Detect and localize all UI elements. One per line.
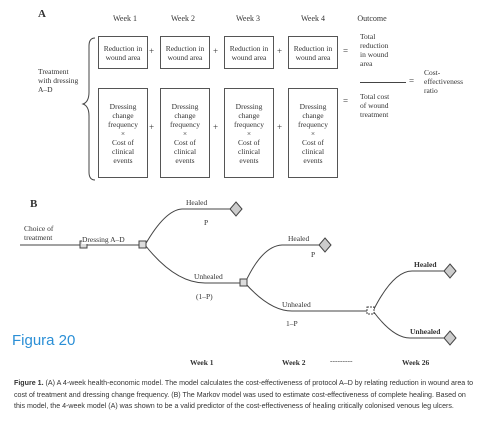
terminal-unhealed-3 — [443, 330, 457, 346]
caption-label: Figure 1. — [14, 379, 44, 387]
caption-text: (A) A 4-week health-economic model. The … — [14, 379, 474, 410]
fraction-line — [360, 82, 406, 83]
branch-unhealed-2 — [244, 282, 367, 312]
plus-bottom-1: + — [149, 122, 155, 132]
terminal-healed-2 — [318, 237, 332, 253]
branch-unhealed-1 — [144, 244, 240, 284]
healed-label-2: Healed — [288, 234, 310, 243]
cost-effectiveness-ratio-label: Cost- effectiveness ratio — [424, 68, 464, 95]
week-2-header: Week 2 — [170, 14, 195, 23]
week-1-label-b: Week 1 — [190, 358, 214, 367]
grouping-brace — [81, 37, 96, 181]
terminal-healed-1 — [229, 201, 243, 217]
plus-top-2: + — [213, 46, 219, 56]
chance-node-3 — [366, 306, 375, 315]
outcome-header: Outcome — [357, 14, 387, 23]
equals-top: = — [343, 46, 349, 56]
panel-a-letter: A — [38, 8, 46, 20]
outcome-total-cost: Total cost of wound treatment — [360, 92, 390, 119]
week-3-header: Week 3 — [235, 14, 260, 23]
healed-label-1: Healed — [186, 198, 208, 207]
chance-node-2 — [239, 278, 248, 287]
plus-bottom-2: + — [213, 122, 219, 132]
week-dashes: --------- — [330, 356, 353, 365]
plus-top-1: + — [149, 46, 155, 56]
branch-unhealed-3 — [372, 310, 444, 339]
figure-caption: Figure 1. (A) A 4-week health-economic m… — [14, 378, 476, 413]
terminal-healed-3 — [443, 263, 457, 279]
plus-top-3: + — [277, 46, 283, 56]
unhealed-label-3: Unhealed — [410, 327, 441, 336]
figura-label: Figura 20 — [12, 332, 76, 349]
equals-bottom: = — [343, 96, 349, 106]
choice-of-treatment-label: Choice of treatment — [24, 224, 54, 242]
week-1-header: Week 1 — [112, 14, 137, 23]
panel-b-letter: B — [30, 198, 38, 210]
branch-healed-3 — [372, 270, 444, 312]
week-4-header: Week 4 — [300, 14, 325, 23]
treatment-label: Treatment with dressing A–D — [38, 67, 79, 94]
branch-healed-2 — [244, 244, 319, 284]
one-minus-p-label-1: (1–P) — [196, 292, 213, 301]
one-minus-p-label-2: 1–P — [286, 319, 298, 328]
p-label-2: P — [311, 250, 316, 259]
week-26-label-b: Week 26 — [402, 358, 430, 367]
outcome-total-reduction: Total reduction in wound area — [360, 32, 389, 68]
plus-bottom-3: + — [277, 122, 283, 132]
week-2-label-b: Week 2 — [282, 358, 306, 367]
unhealed-label-2: Unhealed — [282, 300, 311, 309]
p-label-1: P — [204, 218, 209, 227]
chance-node-1 — [138, 240, 147, 249]
unhealed-label-1: Unhealed — [194, 272, 223, 281]
dressing-label: Dressing A–D — [82, 235, 125, 244]
healed-label-3: Healed — [414, 260, 437, 269]
equals-ratio: = — [409, 76, 415, 86]
branch-healed-1 — [144, 208, 230, 246]
